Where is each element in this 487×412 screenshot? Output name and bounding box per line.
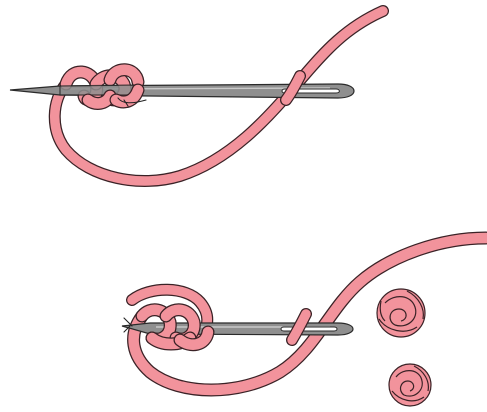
finished-knot-icon [389, 364, 431, 406]
step-2-illustration [122, 238, 486, 406]
thread-wraps [60, 70, 140, 104]
step-1-illustration [10, 11, 383, 181]
finished-knot-icon [377, 289, 425, 337]
